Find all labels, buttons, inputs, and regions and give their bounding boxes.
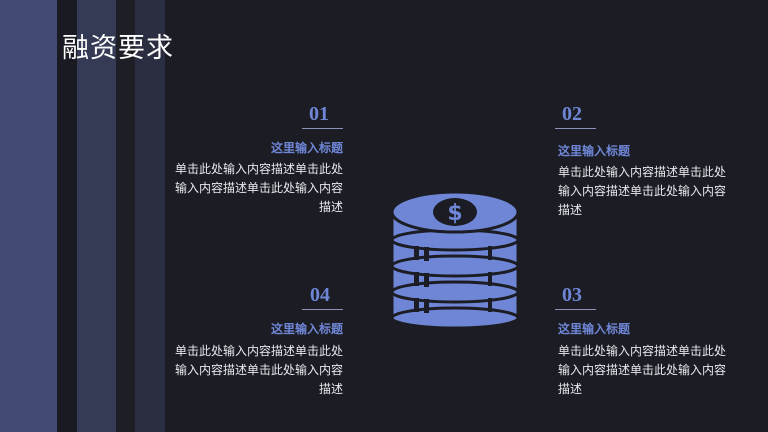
item-number: 03 bbox=[562, 284, 582, 306]
number-underline bbox=[302, 309, 343, 310]
item-heading: 这里输入标题 bbox=[558, 144, 631, 158]
item-description: 单击此处输入内容描述单击此处输入内容描述单击此处输入内容描述 bbox=[174, 344, 343, 396]
item-heading: 这里输入标题 bbox=[558, 322, 631, 336]
decor-stripe-3 bbox=[77, 0, 116, 432]
decor-stripe-4 bbox=[116, 0, 135, 432]
item-number: 01 bbox=[309, 103, 329, 125]
dollar-sign-icon: $ bbox=[433, 198, 477, 226]
svg-text:$: $ bbox=[447, 201, 462, 226]
decor-stripe-2 bbox=[57, 0, 77, 432]
number-underline bbox=[302, 128, 343, 129]
item-description: 单击此处输入内容描述单击此处输入内容描述单击此处输入内容描述 bbox=[558, 165, 727, 217]
item-description: 单击此处输入内容描述单击此处输入内容描述单击此处输入内容描述 bbox=[558, 344, 727, 396]
item-heading: 这里输入标题 bbox=[270, 322, 343, 336]
number-underline bbox=[555, 128, 596, 129]
item-heading: 这里输入标题 bbox=[270, 141, 343, 155]
number-underline bbox=[555, 309, 596, 310]
coin-stack-dollar-icon: $ bbox=[390, 190, 520, 330]
item-description: 单击此处输入内容描述单击此处输入内容描述单击此处输入内容描述 bbox=[174, 162, 343, 214]
decor-stripe-1 bbox=[0, 0, 57, 432]
decor-stripe-5 bbox=[135, 0, 165, 432]
item-number: 02 bbox=[562, 103, 582, 125]
slide-title: 融资要求 bbox=[62, 33, 174, 64]
item-number: 04 bbox=[310, 284, 330, 306]
